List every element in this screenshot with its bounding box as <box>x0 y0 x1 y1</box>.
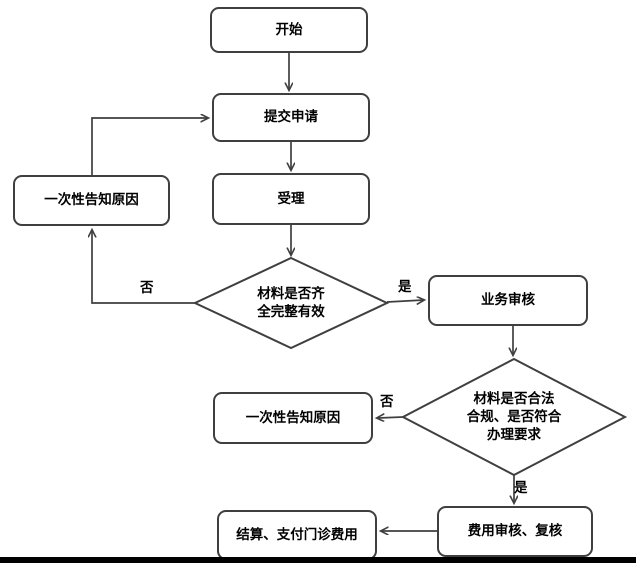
edge-decision2-no-to-notify2 <box>377 417 404 418</box>
decision1-yes-label: 是 <box>398 279 412 294</box>
flow-node-start: 开始 <box>210 7 368 53</box>
edge-decision1-yes-to-review <box>386 300 424 302</box>
bottom-page-rule <box>0 557 636 563</box>
decision2-no-label: 否 <box>380 394 394 409</box>
flow-node-business-review: 业务审核 <box>428 275 588 326</box>
flow-node-fee-review: 费用审核、复核 <box>437 506 593 557</box>
flow-node-settle-payment: 结算、支付门诊费用 <box>217 510 377 560</box>
decision2-yes-label: 是 <box>514 480 528 495</box>
flow-node-notify-reason-1: 一次性告知原因 <box>13 175 170 226</box>
decision2-diamond-shape <box>400 357 628 477</box>
edge-notify1-to-submit <box>91 118 208 175</box>
decision1-no-label: 否 <box>140 280 154 295</box>
flow-node-accept: 受理 <box>212 173 370 225</box>
flow-node-submit-application: 提交申请 <box>212 93 370 142</box>
flow-node-notify-reason-2: 一次性告知原因 <box>213 392 373 444</box>
edge-decision1-no-to-notify1 <box>92 230 195 304</box>
decision1-diamond-shape <box>192 256 390 350</box>
